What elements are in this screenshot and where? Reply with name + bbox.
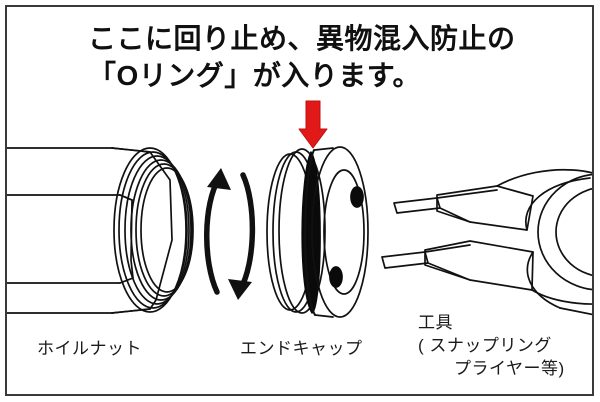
caption-end-cap: エンドキャップ xyxy=(240,337,363,360)
part-wheel-nut xyxy=(7,147,194,314)
caption-wheel-nut-text: ホイルナット xyxy=(37,339,142,358)
caption-end-cap-text: エンドキャップ xyxy=(240,339,363,358)
caption-tool: 工具 ( スナップリング プライヤー等) xyxy=(418,311,565,380)
part-end-cap xyxy=(266,146,369,318)
down-arrow-icon xyxy=(298,100,328,149)
part-tool-pliers xyxy=(381,168,592,316)
rotation-arrow-icon xyxy=(204,168,256,300)
caption-tool-line-1: 工具 xyxy=(418,313,453,332)
caption-tool-line-2: ( スナップリング xyxy=(418,336,552,355)
caption-wheel-nut: ホイルナット xyxy=(37,337,142,360)
page-title-line-2: 「Oリング」が入ります。 xyxy=(88,60,421,91)
image-frame-border xyxy=(5,5,594,396)
page-title: ここに回り止め、異物混入防止の 「Oリング」が入ります。 xyxy=(88,20,548,94)
page-title-line-1: ここに回り止め、異物混入防止の xyxy=(88,23,516,54)
caption-tool-line-3: プライヤー等) xyxy=(454,359,565,378)
